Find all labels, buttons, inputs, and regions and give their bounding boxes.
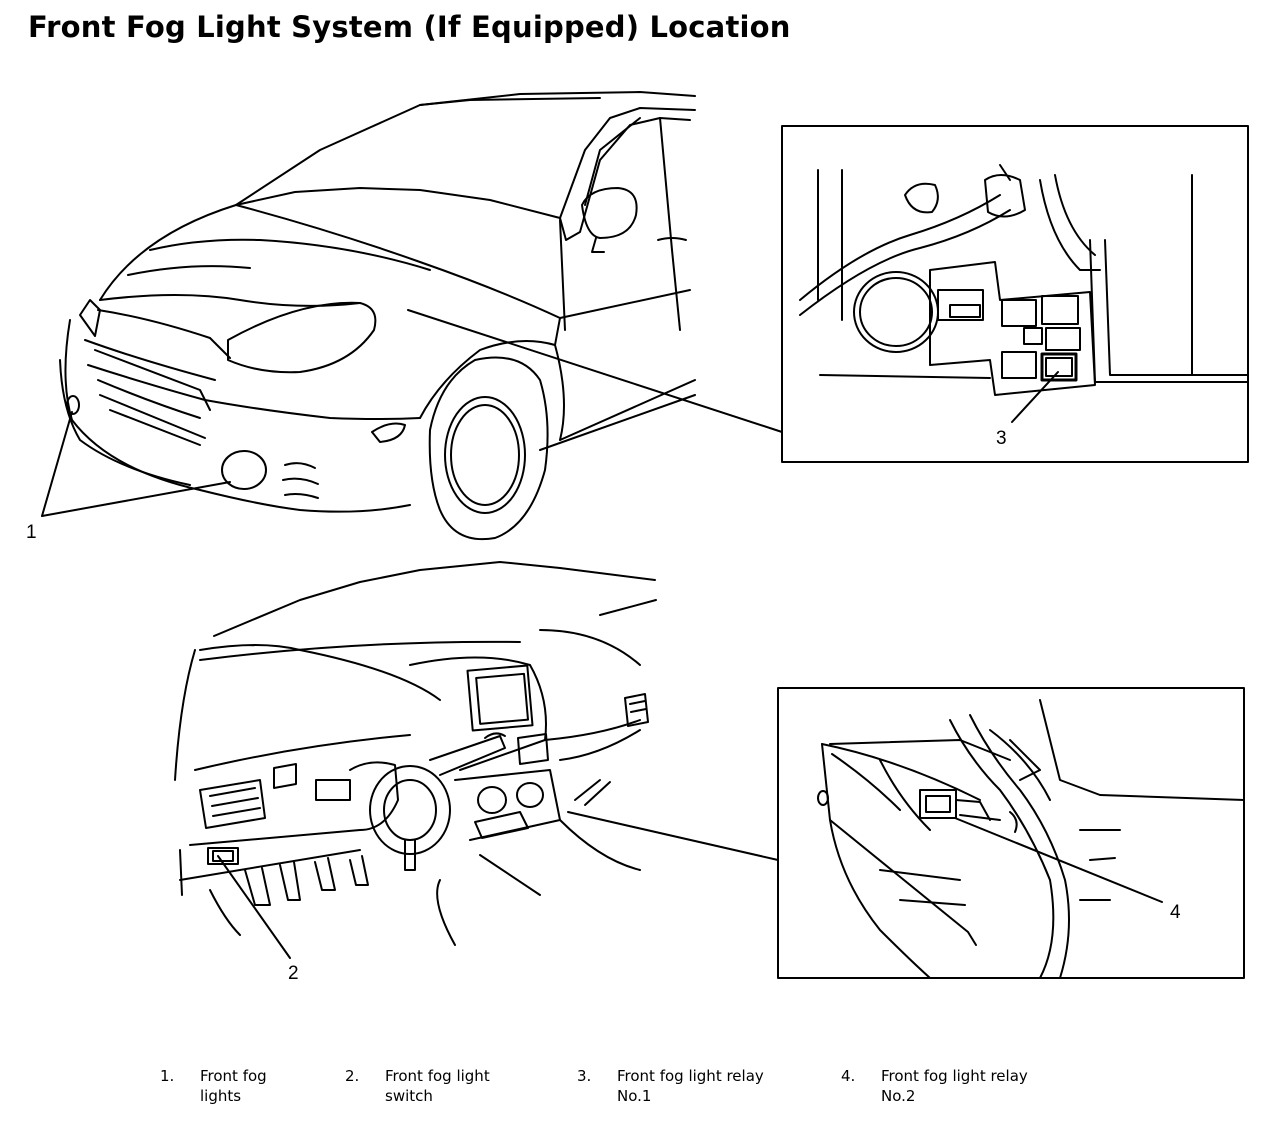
fog-light-right	[221, 450, 267, 490]
fog-light-left	[66, 395, 80, 415]
legend-line: switch	[385, 1087, 433, 1105]
relay-top-right	[1041, 295, 1079, 325]
legend-text: Front fog light switch	[385, 1066, 490, 1106]
callout-2: 2	[288, 963, 299, 984]
relay-no2-inset	[777, 687, 1245, 979]
legend-line: Front fog light relay	[881, 1067, 1028, 1085]
callout-1: 1	[26, 522, 37, 543]
legend-line: Front fog light	[385, 1067, 490, 1085]
car-illustration	[41, 91, 783, 541]
legend-text: Front fog light relay No.2	[881, 1066, 1028, 1106]
legend-line: Front fog	[200, 1067, 267, 1085]
legend-number: 1.	[160, 1067, 175, 1085]
relay-top-left	[1001, 299, 1037, 327]
legend-line: No.2	[881, 1087, 916, 1105]
relay-no1	[1040, 352, 1078, 382]
legend-line: Front fog light relay	[617, 1067, 764, 1085]
callout-3: 3	[996, 428, 1007, 449]
legend-text: Front fog light relay No.1	[617, 1066, 764, 1106]
callout-4: 4	[1170, 902, 1181, 923]
legend-number: 2.	[345, 1067, 360, 1085]
relay-no2	[919, 789, 957, 819]
legend-line: No.1	[617, 1087, 652, 1105]
legend-number: 4.	[841, 1067, 856, 1085]
legend-number: 3.	[577, 1067, 592, 1085]
page-title: Front Fog Light System (If Equipped) Loc…	[28, 10, 791, 44]
dashboard-illustration	[174, 561, 779, 959]
legend-line: lights	[200, 1087, 242, 1105]
relay-box-inset	[781, 125, 1249, 463]
legend-text: Front fog lights	[200, 1066, 267, 1106]
